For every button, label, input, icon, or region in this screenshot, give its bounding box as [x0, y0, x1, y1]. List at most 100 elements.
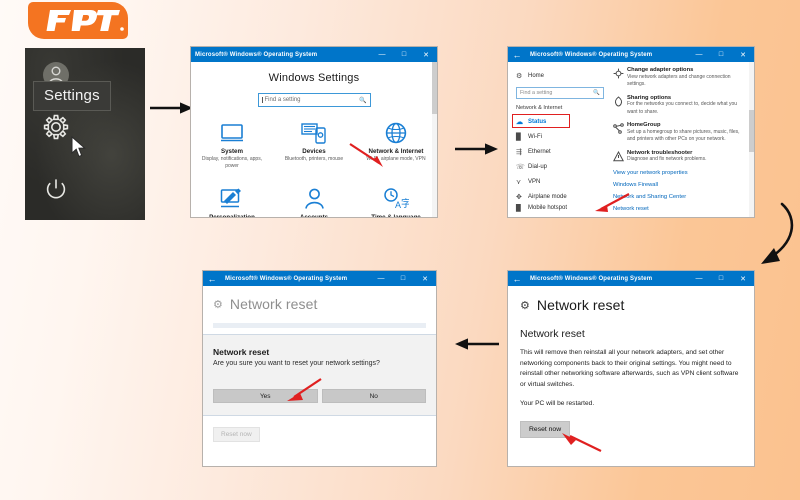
sidebar-item-label: Airplane mode [528, 193, 567, 200]
minimize-button[interactable]: — [695, 275, 703, 282]
tile-time-language[interactable]: A 字 Time & language Speech, region, date [355, 187, 437, 218]
tile-devices[interactable]: Devices Bluetooth, printers, mouse [273, 121, 355, 171]
window-network-reset-confirm: ← Microsoft® Windows® Operating System —… [202, 270, 437, 467]
tile-system[interactable]: System Display, notifications, apps, pow… [191, 121, 273, 171]
back-button[interactable]: ← [207, 273, 217, 284]
page-title: Network reset [536, 297, 625, 313]
window-network-reset-detail: ← Microsoft® Windows® Operating System —… [507, 270, 755, 467]
annotation-arrow-reset-now-button [562, 433, 602, 452]
selection-highlight-box [512, 114, 570, 128]
sidebar-item-mobile-hotspot[interactable]: ▉ Mobile hotspot [508, 204, 610, 212]
window-title: Microsoft® Windows® Operating System [195, 51, 318, 58]
fpt-logo-glyphs [46, 10, 124, 31]
tile-desc: Bluetooth, printers, mouse [284, 156, 344, 162]
sidebar-item-label: Ethernet [528, 148, 551, 155]
annotation-arrow-yes-button [287, 378, 322, 401]
flow-arrow-1 [150, 100, 194, 121]
close-button[interactable]: ✕ [423, 51, 429, 59]
scrollbar-thumb[interactable] [749, 110, 754, 152]
scrollbar[interactable] [432, 62, 437, 217]
sidebar-item-home[interactable]: ⚙ Home [508, 68, 610, 83]
sidebar-item-label: Status [528, 118, 547, 125]
sidebar-item-label: Wi-Fi [528, 133, 542, 140]
tile-network-internet[interactable]: Network & Internet Wi-Fi, airplane mode,… [355, 121, 437, 171]
sidebar-search-input[interactable]: Find a setting 🔍 [516, 87, 604, 99]
power-icon[interactable] [39, 172, 73, 206]
list-item-sharing-options[interactable]: Sharing options For the networks you con… [613, 95, 746, 117]
minimize-button[interactable]: — [378, 51, 386, 58]
maximize-button[interactable]: □ [718, 51, 724, 58]
scrollbar[interactable] [749, 62, 754, 217]
airplane-icon: ✥ [516, 193, 522, 201]
dialog-buttons: Yes No [213, 389, 426, 403]
page-title-row: ⚙ Network reset [508, 286, 754, 322]
item-title: Sharing options [627, 94, 672, 101]
minimize-button[interactable]: — [695, 51, 703, 58]
adapter-icon [613, 67, 627, 89]
sidebar-item-status[interactable]: ☁ Status [508, 114, 610, 129]
sidebar-item-wifi[interactable]: ▉ Wi-Fi [508, 129, 610, 144]
sidebar-item-label: Home [528, 72, 545, 79]
titlebar[interactable]: ← Microsoft® Windows® Operating System —… [203, 271, 436, 286]
link-network-reset[interactable]: Network reset [613, 205, 649, 212]
personalization-icon [195, 187, 269, 211]
window-controls: — □ ✕ [371, 47, 437, 62]
mouse-cursor [71, 135, 87, 163]
sharing-icon [613, 95, 627, 117]
vpn-icon: ⋎ [516, 178, 522, 186]
search-icon: 🔍 [593, 90, 600, 96]
sidebar-item-vpn[interactable]: ⋎ VPN [508, 174, 610, 189]
link-windows-firewall[interactable]: Windows Firewall [613, 181, 659, 188]
annotation-arrow-network-reset-link [595, 193, 630, 212]
dialog-heading: Network reset [213, 347, 270, 357]
no-button[interactable]: No [321, 389, 426, 403]
tile-name: Devices [302, 148, 326, 155]
tile-name: Time & language [371, 213, 421, 218]
sidebar-item-ethernet[interactable]: ⇶ Ethernet [508, 144, 610, 159]
list-item-homegroup[interactable]: HomeGroup Set up a homegroup to share pi… [613, 122, 746, 144]
item-desc: Diagnose and fix network problems. [627, 156, 707, 162]
close-button[interactable]: ✕ [422, 275, 428, 283]
back-button[interactable]: ← [512, 273, 522, 284]
sidebar-item-dialup[interactable]: ☏ Dial-up [508, 159, 610, 174]
globe-icon [359, 121, 433, 145]
item-desc: View network adapters and change connect… [627, 73, 731, 88]
window-controls: — □ ✕ [688, 271, 754, 286]
svg-text:A: A [395, 200, 401, 209]
maximize-button[interactable]: □ [401, 51, 407, 58]
window-network-internet: ← Microsoft® Windows® Operating System —… [507, 46, 755, 218]
page-title: Windows Settings [268, 72, 360, 84]
list-item-network-troubleshooter[interactable]: Network troubleshooter Diagnose and fix … [612, 150, 746, 164]
minimize-button[interactable]: — [377, 275, 385, 282]
titlebar[interactable]: ← Microsoft® Windows® Operating System —… [508, 271, 754, 286]
start-menu-strip: Settings [25, 48, 145, 220]
tile-name: Network & Internet [368, 148, 424, 155]
search-icon: 🔍 [359, 97, 367, 104]
reset-now-button[interactable]: Reset now [520, 421, 571, 439]
status-icon: ☁ [516, 118, 523, 126]
hotspot-icon: ▉ [516, 205, 522, 212]
tile-accounts[interactable]: Accounts Your accounts, email, sync, wor… [273, 187, 355, 217]
maximize-button[interactable]: □ [400, 275, 406, 282]
svg-text:字: 字 [401, 197, 409, 209]
page-title-row: ⚙ Network reset [203, 286, 436, 323]
link-view-network-properties[interactable]: View your network properties [613, 169, 688, 176]
tile-personalization[interactable]: Personalization Background, lock screen,… [191, 187, 273, 217]
troubleshooter-icon [612, 150, 627, 164]
list-item-change-adapter-options[interactable]: Change adapter options View network adap… [613, 67, 746, 89]
close-button[interactable]: ✕ [740, 51, 746, 59]
maximize-button[interactable]: □ [718, 275, 724, 282]
scrollbar-thumb[interactable] [432, 62, 437, 114]
settings-gear-icon[interactable] [39, 110, 73, 144]
sidebar-item-airplane-mode[interactable]: ✥ Airplane mode [508, 189, 610, 204]
window-title: Microsoft® Windows® Operating System [225, 275, 348, 282]
titlebar[interactable]: ← Microsoft® Windows® Operating System —… [508, 47, 754, 62]
link-network-sharing-center[interactable]: Network and Sharing Center [613, 193, 687, 200]
titlebar[interactable]: Microsoft® Windows® Operating System — □… [191, 47, 437, 62]
window-controls: — □ ✕ [688, 47, 754, 62]
sidebar-section-label: Network & Internet [516, 105, 563, 111]
search-input[interactable]: Find a setting 🔍 [257, 93, 371, 107]
close-button[interactable]: ✕ [740, 275, 746, 283]
back-button[interactable]: ← [512, 49, 522, 60]
